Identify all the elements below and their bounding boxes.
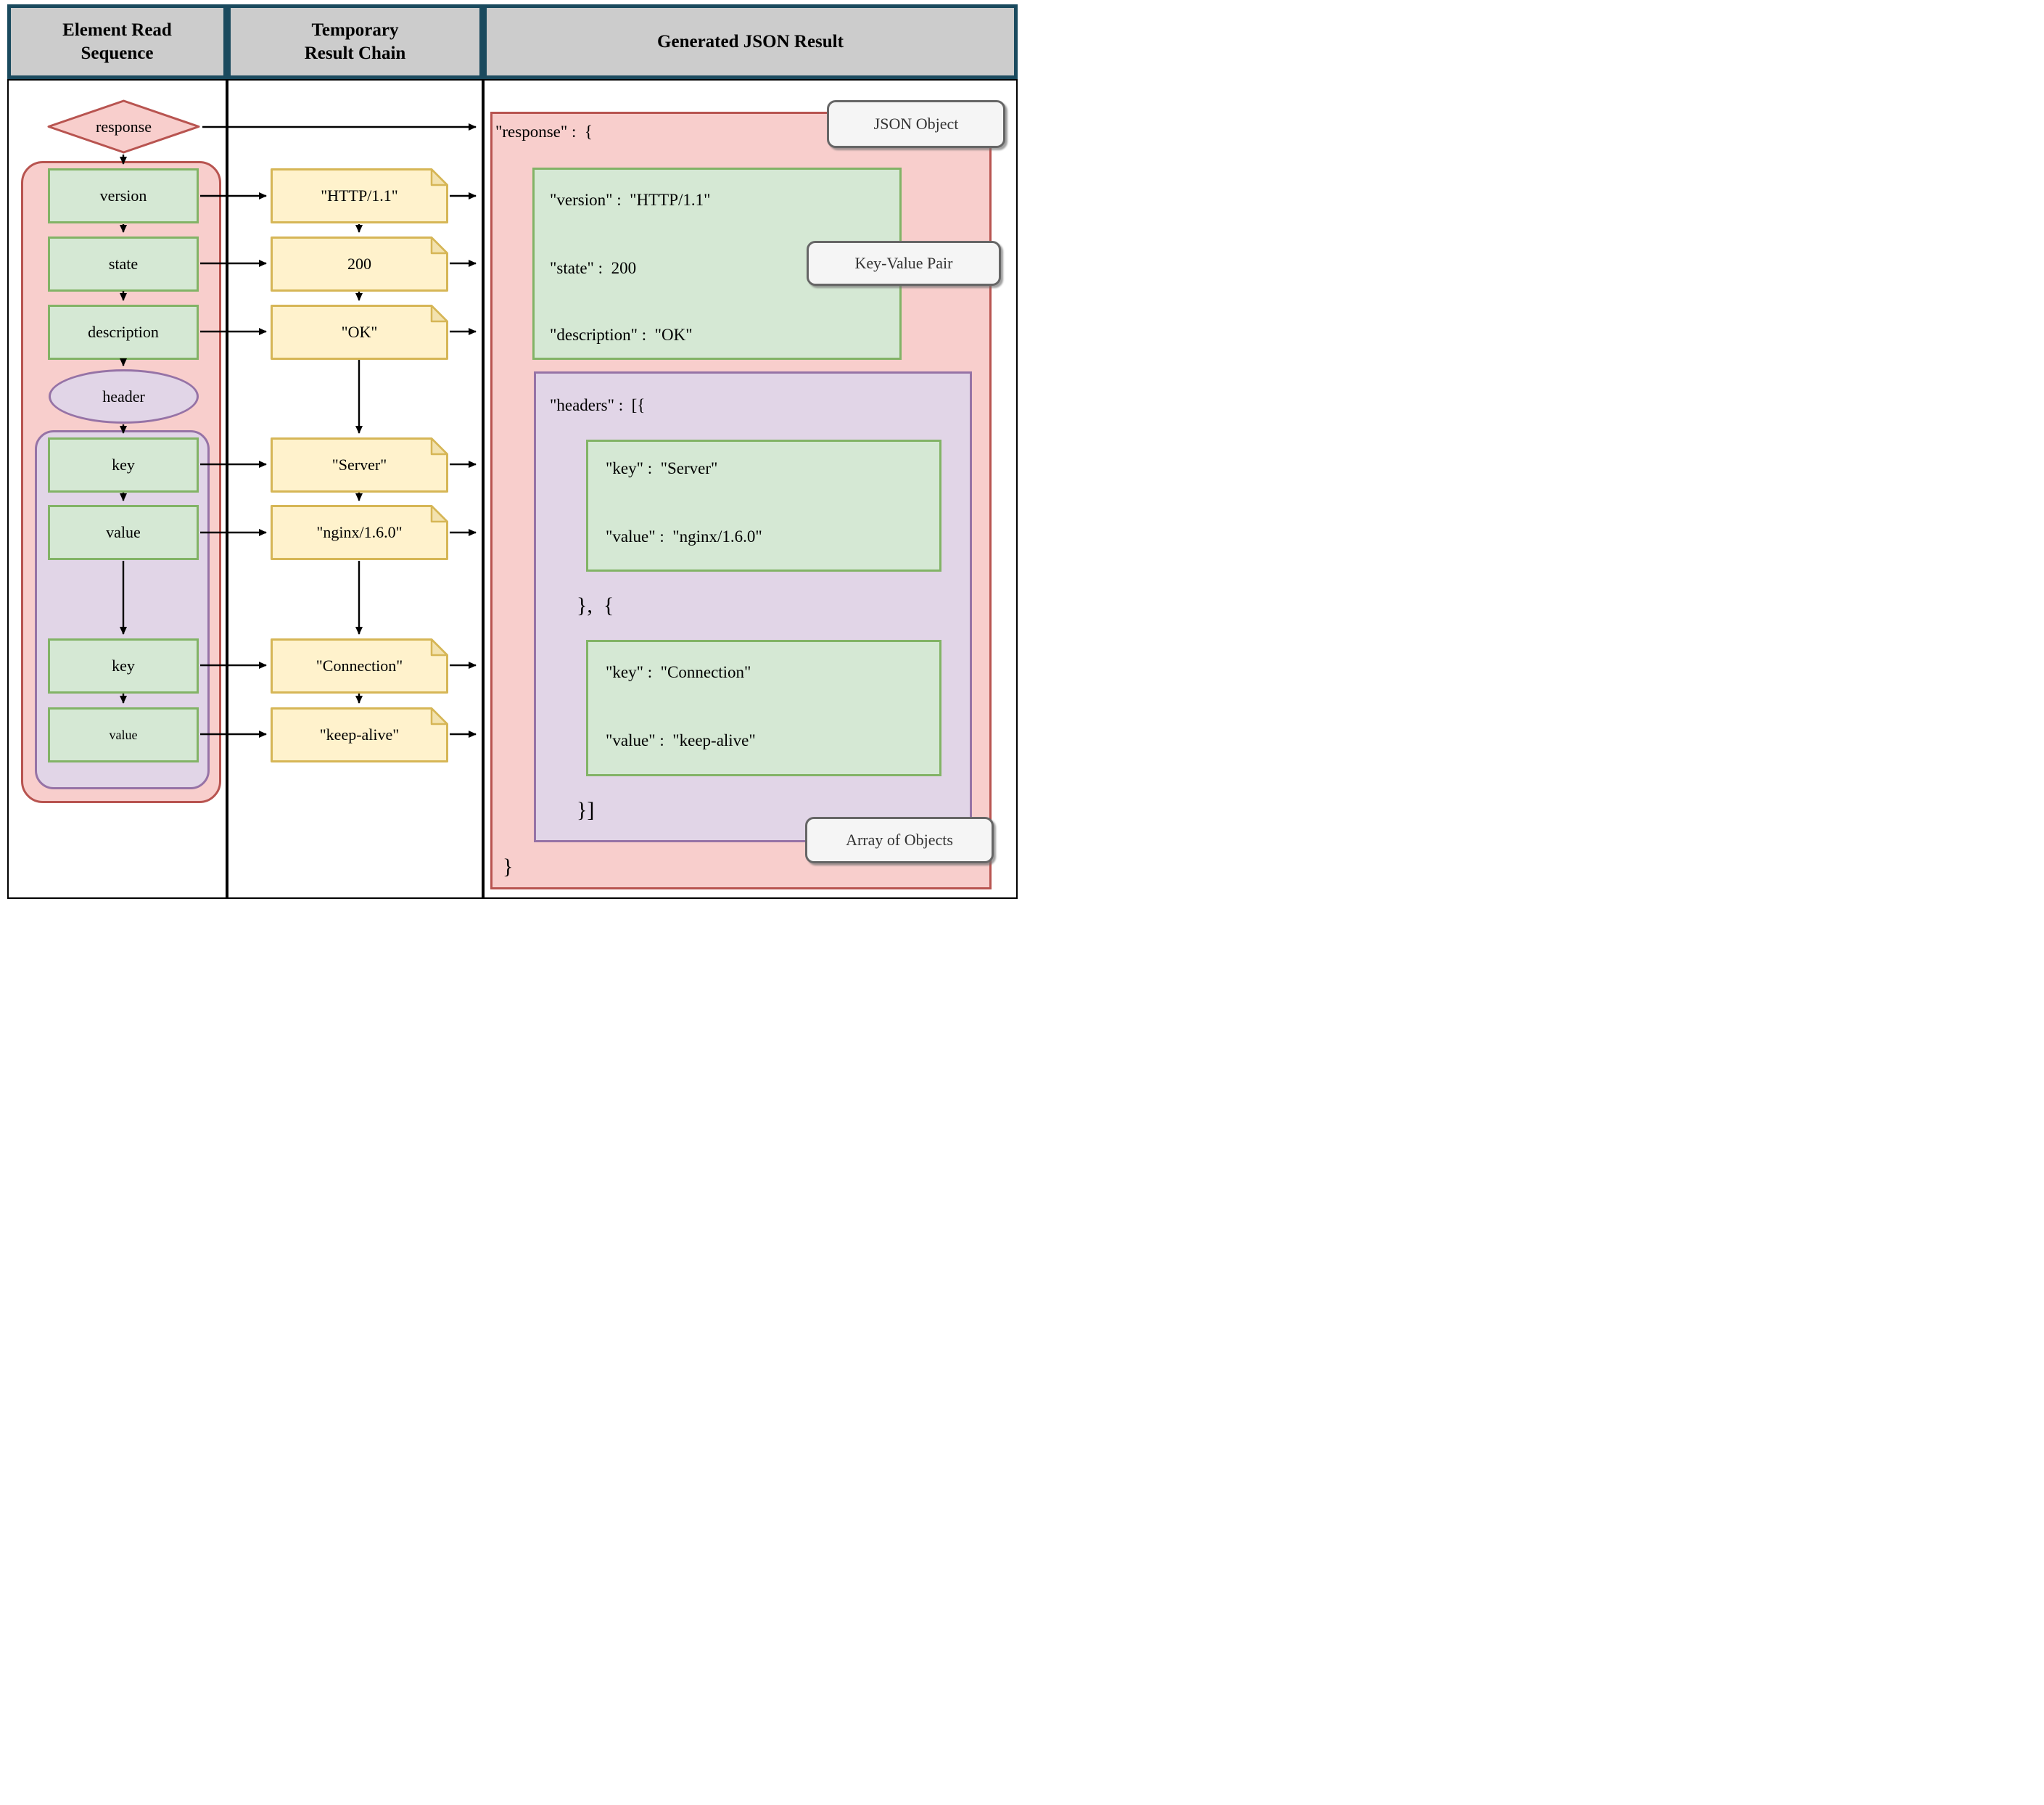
- flow-node-value-2: value: [48, 707, 199, 762]
- json-obj2-key: "key" : "Connection": [606, 663, 751, 681]
- json-headers-open: "headers" : [{: [550, 396, 646, 414]
- note-fold-corner: [430, 168, 448, 186]
- json-obj1-value: "value" : "nginx/1.6.0": [606, 527, 762, 546]
- note-outline: [271, 237, 448, 292]
- flow-node-value-1: value: [48, 505, 199, 560]
- note-fold-corner: [430, 437, 448, 456]
- column-header-temporary-result-chain: Temporary Result Chain: [227, 4, 483, 79]
- json-obj1-key: "key" : "Server": [606, 459, 718, 477]
- diamond-shape: [47, 99, 200, 154]
- note-fold-corner: [430, 505, 448, 523]
- note-shape: [271, 638, 448, 694]
- column-header-label: Temporary Result Chain: [304, 20, 406, 63]
- note-label: "Connection": [316, 657, 403, 675]
- callout-json-object: JSON Object: [827, 100, 1005, 148]
- note-outline: [271, 707, 448, 762]
- flow-node-description: description: [48, 305, 199, 360]
- json-description-pair: "description" : "OK": [550, 326, 693, 344]
- note-fold-corner: [430, 305, 448, 323]
- note-connection-value: "keep-alive": [271, 707, 448, 762]
- json-version-pair: "version" : "HTTP/1.1": [550, 191, 711, 209]
- note-outline: [271, 168, 448, 223]
- json-array-close: }]: [577, 798, 595, 822]
- response-node-label: response: [96, 117, 152, 136]
- json-state-pair: "state" : 200: [550, 259, 637, 277]
- note-server-value: "nginx/1.6.0": [271, 505, 448, 560]
- note-label: "HTTP/1.1": [321, 186, 398, 205]
- flow-node-key-1: key: [48, 437, 199, 493]
- note-connection-key: "Connection": [271, 638, 448, 694]
- json-obj2-value: "value" : "keep-alive": [606, 731, 756, 749]
- note-outline: [271, 437, 448, 493]
- note-outline: [271, 305, 448, 360]
- note-fold-corner: [430, 237, 448, 255]
- note-outline: [271, 638, 448, 694]
- note-shape: [271, 168, 448, 223]
- json-response-open: "response" : {: [495, 123, 593, 141]
- column-header-label: Element Read Sequence: [62, 20, 172, 63]
- json-array-object1-box: [586, 440, 941, 572]
- note-label: "Server": [331, 456, 387, 474]
- json-array-object2-box: [586, 640, 941, 776]
- note-label: "OK": [341, 323, 378, 341]
- note-label: 200: [347, 255, 371, 273]
- note-shape: [271, 505, 448, 560]
- note-status-code: 200: [271, 237, 448, 292]
- json-object-close: }: [503, 855, 514, 879]
- response-decision-node: response: [46, 99, 201, 154]
- note-shape: [271, 305, 448, 360]
- note-server-key: "Server": [271, 437, 448, 493]
- note-outline: [271, 505, 448, 560]
- note-label: "nginx/1.6.0": [316, 523, 403, 541]
- diamond-polygon: [47, 99, 200, 154]
- callout-key-value-pair: Key-Value Pair: [807, 241, 1001, 286]
- note-fold-corner: [430, 707, 448, 725]
- column-header-label: Generated JSON Result: [657, 31, 844, 52]
- column-header-generated-json-result: Generated JSON Result: [483, 4, 1018, 79]
- flow-node-state: state: [48, 237, 199, 292]
- callout-array-of-objects: Array of Objects: [805, 817, 994, 863]
- note-label: "keep-alive": [319, 725, 400, 744]
- note-fold-corner: [430, 638, 448, 657]
- flow-node-key-2: key: [48, 638, 199, 694]
- flow-node-version: version: [48, 168, 199, 223]
- note-shape: [271, 437, 448, 493]
- diagram-canvas: Element Read Sequence Temporary Result C…: [0, 0, 1022, 903]
- flow-node-header: header: [49, 369, 199, 424]
- column-header-element-read-sequence: Element Read Sequence: [7, 4, 227, 79]
- note-http-version: "HTTP/1.1": [271, 168, 448, 223]
- note-status-text: "OK": [271, 305, 448, 360]
- json-object-separator: }, {: [577, 593, 614, 617]
- note-shape: [271, 237, 448, 292]
- note-shape: [271, 707, 448, 762]
